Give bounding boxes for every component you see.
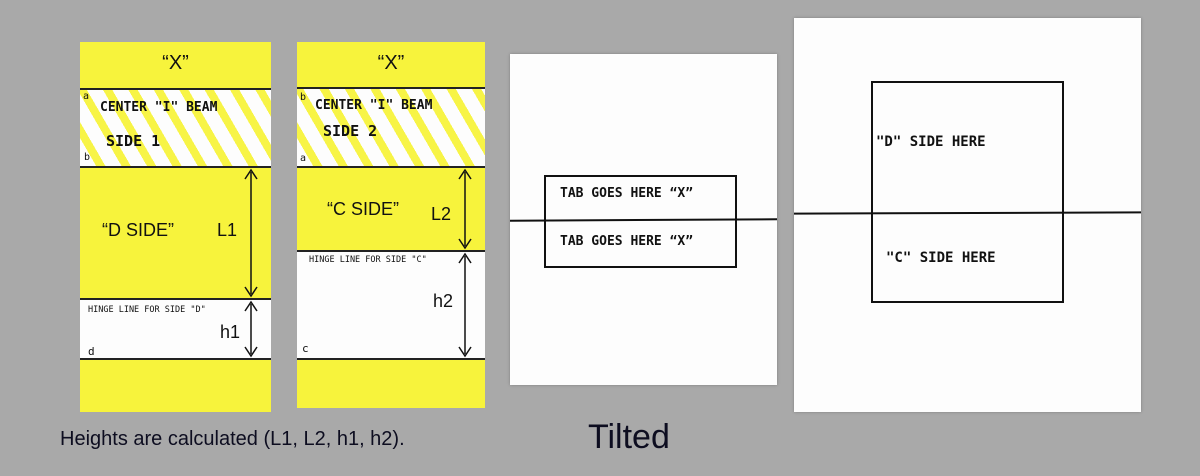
- hinge-band: [297, 252, 485, 358]
- side-outline-box: [871, 81, 1064, 303]
- hinge-label: HINGE LINE FOR SIDE "C": [309, 255, 427, 265]
- corner-letter: a: [83, 91, 90, 102]
- d-side-label: “D SIDE”: [102, 220, 174, 240]
- hinge-line: [80, 298, 271, 300]
- c-side-label: “C SIDE”: [327, 199, 399, 219]
- corner-letter: a: [300, 153, 307, 164]
- c-side-here-label: "C" SIDE HERE: [886, 250, 996, 266]
- length-label: L2: [431, 204, 452, 224]
- corner-letter: b: [300, 92, 307, 103]
- fold-line: [297, 358, 485, 360]
- fold-line: [297, 87, 485, 89]
- fold-line: [80, 166, 271, 168]
- card-side-1: “X” a CENTER "I" BEAM SIDE 1 b “D SIDE” …: [80, 42, 271, 412]
- corner-letter: d: [88, 345, 95, 358]
- length-label: L1: [217, 220, 238, 240]
- fold-line: [80, 358, 271, 360]
- card-side-2: “X” b CENTER "I" BEAM SIDE 2 a “C SIDE” …: [297, 42, 485, 408]
- tab-x-label: “X”: [162, 52, 189, 74]
- l1-arrowhead-bottom: [244, 286, 258, 298]
- tab-lower-label: TAB GOES HERE “X”: [560, 234, 694, 249]
- height-label: h1: [220, 322, 241, 342]
- h1-arrowhead-top: [244, 300, 258, 312]
- corner-letter: c: [302, 342, 309, 355]
- card-side-layout: "D" SIDE HERE "C" SIDE HERE: [793, 18, 1142, 412]
- tilted-label: Tilted: [588, 418, 670, 456]
- corner-letter: b: [84, 152, 91, 163]
- tab-x-band: [80, 42, 271, 89]
- h2-arrowhead-top: [458, 252, 472, 264]
- height-label: h2: [433, 291, 454, 311]
- l2-arrowhead-bottom: [458, 238, 472, 250]
- c-side-band: [297, 168, 485, 250]
- tab-x-label: “X”: [377, 52, 405, 74]
- h1-arrowhead-bottom: [244, 346, 258, 358]
- dimension-arrows: [244, 168, 258, 358]
- l1-arrowhead-top: [244, 168, 258, 180]
- tab-upper-label: TAB GOES HERE “X”: [560, 186, 694, 201]
- hinge-line: [297, 250, 485, 252]
- fold-line: [80, 88, 271, 90]
- tab-x-band: [297, 42, 485, 88]
- l2-arrowhead-top: [458, 168, 472, 180]
- side-number-label: SIDE 1: [106, 132, 161, 150]
- bottom-band: [80, 360, 271, 412]
- hinge-label: HINGE LINE FOR SIDE "D": [88, 305, 206, 315]
- i-beam-band: [297, 89, 485, 166]
- i-beam-band: [80, 90, 271, 166]
- card-tab-layout: TAB GOES HERE “X” TAB GOES HERE “X”: [509, 54, 778, 385]
- side-number-label: SIDE 2: [323, 122, 378, 140]
- i-beam-label: CENTER "I" BEAM: [100, 100, 218, 115]
- h2-arrowhead-bottom: [458, 346, 472, 358]
- d-side-here-label: "D" SIDE HERE: [876, 134, 986, 150]
- bottom-band: [297, 360, 485, 408]
- dimension-arrows: [458, 168, 472, 358]
- d-side-band: [80, 168, 271, 298]
- caption: Heights are calculated (L1, L2, h1, h2).: [60, 428, 405, 450]
- i-beam-label: CENTER "I" BEAM: [315, 98, 433, 113]
- hinge-band: [80, 300, 271, 358]
- fold-line: [297, 166, 485, 168]
